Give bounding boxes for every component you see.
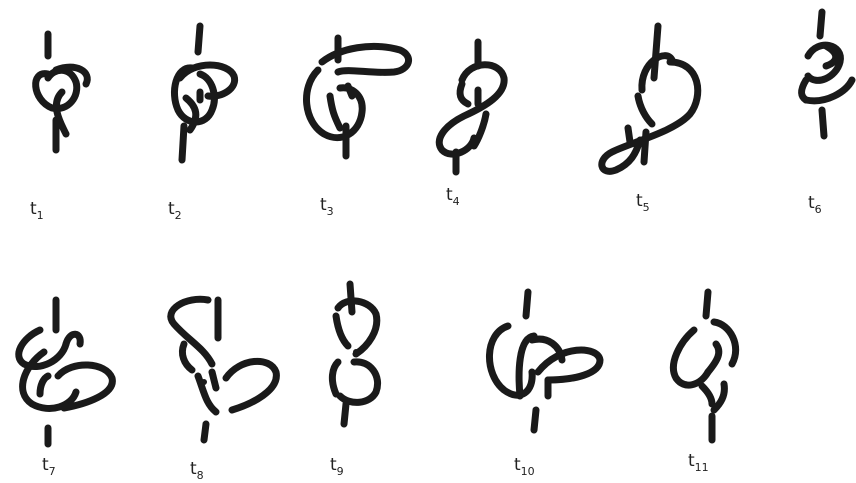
tangle-label-t11: t11 — [688, 451, 709, 474]
tangle-label-t2: t2 — [168, 199, 182, 222]
tangle-label-t5: t5 — [636, 191, 650, 214]
tangle-label-t10: t10 — [514, 455, 535, 478]
tangle-label-t4: t4 — [446, 185, 460, 208]
tangle-t6: t6 — [802, 12, 853, 216]
tangle-label-t3: t3 — [320, 195, 334, 218]
tangle-t4: t4 — [439, 42, 504, 208]
tangle-label-t1: t1 — [30, 199, 44, 222]
tangle-t3: t3 — [307, 38, 409, 218]
tangle-t9: t9 — [330, 284, 378, 478]
tangle-t8: t8 — [171, 299, 277, 482]
tangle-label-t9: t9 — [330, 455, 344, 478]
tangle-t7: t7 — [19, 300, 113, 478]
tangle-t11: t11 — [673, 292, 735, 474]
tangle-t2: t2 — [168, 26, 235, 222]
tangle-label-t6: t6 — [808, 193, 822, 216]
tangle-label-t7: t7 — [42, 455, 56, 478]
tangle-t10: t10 — [489, 292, 600, 478]
tangle-t5: t5 — [602, 26, 698, 214]
tangle-t1: t1 — [30, 34, 87, 222]
tangle-label-t8: t8 — [190, 459, 204, 482]
